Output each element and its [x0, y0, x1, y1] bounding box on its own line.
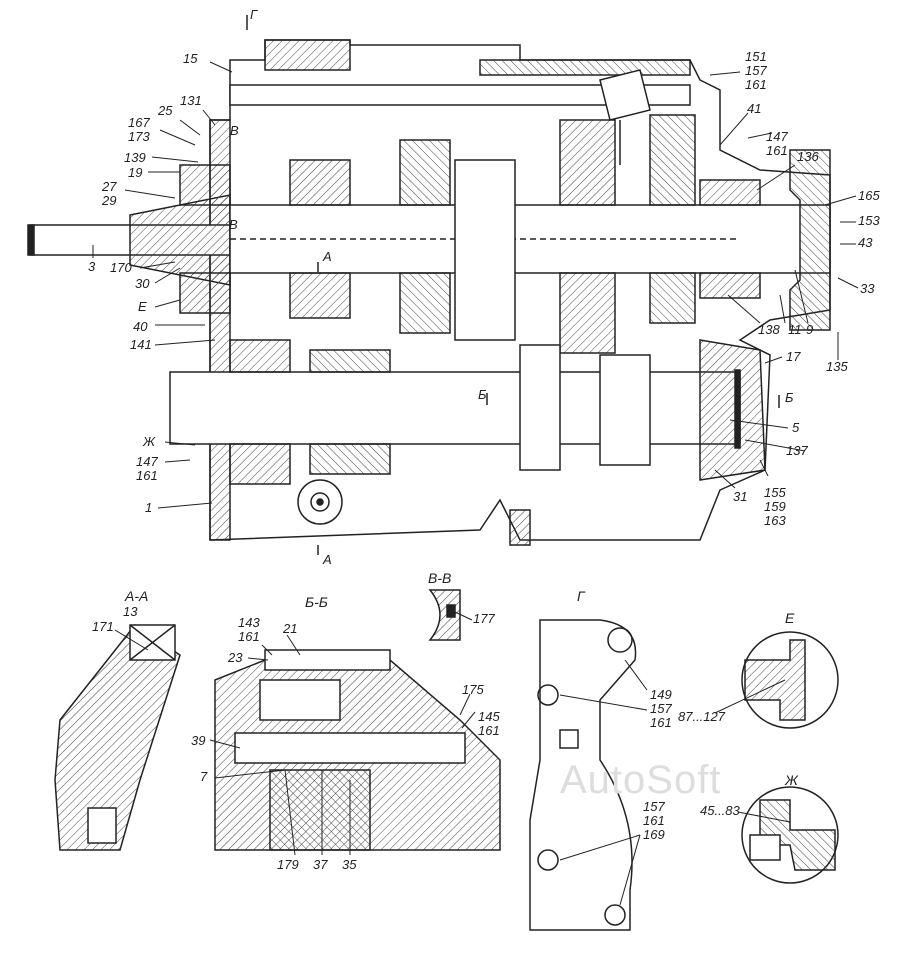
- label-149-157-161: 149 157 161: [650, 687, 672, 730]
- label-141: 141: [130, 337, 152, 352]
- label-1: 1: [145, 500, 153, 515]
- label-170: 170: [110, 260, 132, 275]
- label-157-161-169: 157 161 169: [643, 799, 665, 842]
- label-40: 40: [133, 319, 148, 334]
- label-11: 11: [788, 322, 802, 337]
- label-33: 33: [860, 281, 875, 296]
- label-17: 17: [786, 349, 801, 364]
- section-v-marker-top: В: [230, 123, 239, 138]
- label-9: 9: [806, 322, 814, 337]
- label-3: 3: [88, 259, 96, 274]
- label-136: 136: [797, 149, 819, 164]
- label-19: 19: [128, 165, 143, 180]
- watermark: AutoSoft: [560, 758, 722, 802]
- label-135: 135: [826, 359, 848, 374]
- label-13: 13: [123, 604, 138, 619]
- label-37: 37: [313, 857, 328, 872]
- label-147-161-right: 147 161: [766, 129, 788, 158]
- label-27-29: 27 29: [102, 179, 117, 208]
- label-165: 165: [858, 188, 880, 203]
- label-175: 175: [462, 682, 484, 697]
- label-31: 31: [733, 489, 748, 504]
- label-171: 171: [92, 619, 114, 634]
- label-153: 153: [858, 213, 880, 228]
- label-143-161: 143 161: [238, 615, 260, 644]
- label-23: 23: [228, 650, 243, 665]
- label-35: 35: [342, 857, 357, 872]
- label-155-159-163: 155 159 163: [764, 485, 786, 528]
- label-15: 15: [183, 51, 198, 66]
- label-151-157-161: 151 157 161: [745, 49, 767, 92]
- label-45-83: 45...83: [700, 803, 740, 818]
- section-a-marker-top: А: [323, 249, 332, 264]
- section-vv-title: В-В: [428, 570, 452, 586]
- label-39: 39: [191, 733, 206, 748]
- label-167-173: 167 173: [128, 115, 150, 144]
- detail-e-drawing: [741, 631, 839, 729]
- section-bb-title: Б-Б: [305, 594, 328, 610]
- view-g-title: Г: [577, 588, 585, 604]
- label-131: 131: [180, 93, 202, 108]
- label-zh: Ж: [143, 434, 155, 449]
- section-vv-drawing: [428, 589, 461, 641]
- label-e: Е: [138, 299, 147, 314]
- section-a-marker-bottom: А: [323, 552, 332, 567]
- label-177: 177: [473, 611, 495, 626]
- section-b-marker-right: Б: [785, 390, 794, 405]
- section-aa-title: А-А: [125, 588, 149, 604]
- label-43: 43: [858, 235, 873, 250]
- section-v-marker-bottom: В: [229, 217, 238, 232]
- label-21: 21: [283, 621, 298, 636]
- countershaft: [169, 371, 741, 445]
- label-25: 25: [158, 103, 173, 118]
- label-147-161-left: 147 161: [136, 454, 158, 483]
- label-41: 41: [747, 101, 762, 116]
- detail-zh-drawing: [741, 786, 839, 884]
- label-30: 30: [135, 276, 150, 291]
- label-137: 137: [786, 443, 808, 458]
- detail-zh-title: Ж: [785, 772, 798, 788]
- view-g-marker: Г: [250, 7, 258, 22]
- detail-e-title: Е: [785, 610, 795, 626]
- label-5: 5: [792, 420, 800, 435]
- section-b-marker-left: Б: [478, 387, 487, 402]
- label-138: 138: [758, 322, 780, 337]
- label-87-127: 87...127: [678, 709, 725, 724]
- label-145-161: 145 161: [478, 709, 500, 738]
- label-139: 139: [124, 150, 146, 165]
- label-7: 7: [200, 769, 208, 784]
- label-179: 179: [277, 857, 299, 872]
